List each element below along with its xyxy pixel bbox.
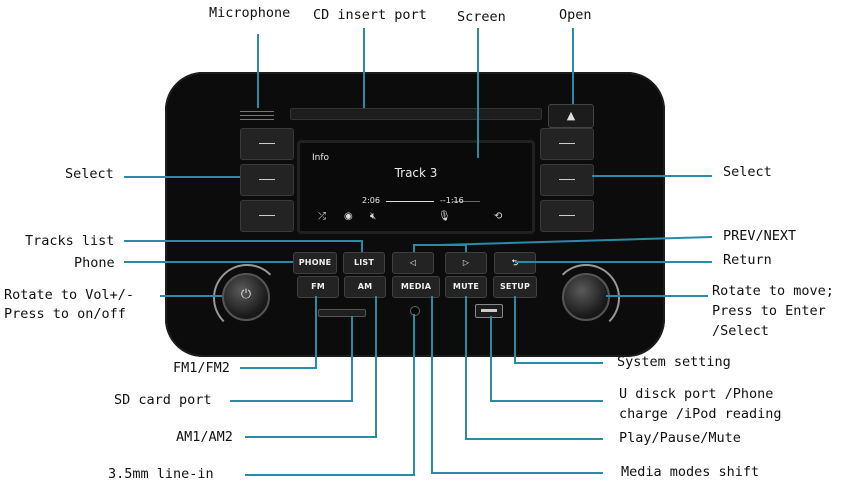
leader-media <box>431 296 603 474</box>
mute-icon: 🔇︎ <box>370 211 377 222</box>
microphone-icon: 🎙︎ <box>438 211 451 222</box>
leader-tracks-list <box>124 240 363 252</box>
leader-am <box>245 296 377 438</box>
label-select-left: Select <box>65 166 114 182</box>
progress-bar-remaining <box>452 201 480 202</box>
label-prev-next: PREV/NEXT <box>723 228 797 244</box>
label-cd-insert-port: CD insert port <box>313 7 427 23</box>
label-rotate-vol-2: Press to on/off <box>4 306 126 322</box>
leader-usb <box>490 316 603 402</box>
label-screen: Screen <box>457 9 506 25</box>
label-return: Return <box>723 252 772 268</box>
label-line-in: 3.5mm line-in <box>108 466 214 482</box>
screen-icon-row: ⤮ ◉ 🔇︎ 🎙︎ ⟲ <box>314 211 518 225</box>
screen-remaining-time: --1:16 <box>440 196 464 205</box>
disc-icon: ◉ <box>344 211 353 222</box>
label-fm1-fm2: FM1/FM2 <box>173 360 230 376</box>
label-rotate-vol-1: Rotate to Vol+/- <box>4 287 135 303</box>
label-rotate-move-2: Press to Enter <box>712 303 826 319</box>
label-tracks-list: Tracks list <box>25 233 115 249</box>
label-rotate-move-1: Rotate to move; <box>712 283 834 299</box>
prev-button[interactable]: ◁ <box>392 252 434 274</box>
fm-button[interactable]: FM <box>297 276 339 298</box>
repeat-icon: ⟲ <box>494 211 503 222</box>
screen-elapsed-time: 2:06 <box>362 196 380 205</box>
volume-knob-arc <box>213 264 281 332</box>
label-microphone: Microphone <box>209 5 291 21</box>
phone-button[interactable]: PHONE <box>293 252 337 274</box>
label-media-modes-shift: Media modes shift <box>621 464 760 480</box>
leader-prev-next <box>413 244 467 252</box>
label-u-disk-1: U disck port /Phone <box>619 386 774 402</box>
progress-bar <box>386 201 434 202</box>
label-open: Open <box>559 7 592 23</box>
menu-knob[interactable] <box>562 273 610 321</box>
am-button[interactable]: AM <box>344 276 386 298</box>
sd-card-slot[interactable] <box>318 309 366 317</box>
select-button-right-1[interactable] <box>540 128 594 160</box>
screen-info-label: Info <box>312 153 330 163</box>
media-button[interactable]: MEDIA <box>392 276 440 298</box>
shuffle-icon: ⤮ <box>318 211 326 222</box>
leader-sd <box>230 316 353 402</box>
microphone-grille <box>240 108 274 124</box>
list-button[interactable]: LIST <box>343 252 385 274</box>
label-select-right: Select <box>723 164 772 180</box>
label-rotate-move-3: /Select <box>712 323 769 339</box>
label-system-setting: System setting <box>617 354 731 370</box>
usb-port[interactable] <box>475 304 503 318</box>
label-play-pause-mute: Play/Pause/Mute <box>619 430 741 446</box>
select-button-right-2[interactable] <box>540 164 594 196</box>
leader-setup <box>514 296 603 364</box>
select-button-left-2[interactable] <box>240 164 294 196</box>
leader-prev-next-main <box>439 236 713 246</box>
next-button[interactable]: ▷ <box>445 252 487 274</box>
power-icon: ⏻ <box>240 287 252 302</box>
label-am1-am2: AM1/AM2 <box>176 429 233 445</box>
label-sd-card-port: SD card port <box>114 392 212 408</box>
select-button-left-1[interactable] <box>240 128 294 160</box>
select-button-left-3[interactable] <box>240 200 294 232</box>
screen-track-title: Track 3 <box>394 166 438 180</box>
label-phone: Phone <box>74 255 115 271</box>
leader-fm <box>240 296 317 369</box>
leader-mute <box>465 296 603 440</box>
leader-line-in <box>245 314 415 476</box>
setup-button[interactable]: SETUP <box>493 276 537 298</box>
label-u-disk-2: charge /iPod reading <box>619 406 782 422</box>
display-screen: Info Track 3 2:06 --1:16 ⤮ ◉ 🔇︎ 🎙︎ ⟲ <box>297 140 535 234</box>
open-button[interactable]: ▲ <box>548 104 594 128</box>
select-button-right-3[interactable] <box>540 200 594 232</box>
volume-knob[interactable]: ⏻ <box>222 273 270 321</box>
